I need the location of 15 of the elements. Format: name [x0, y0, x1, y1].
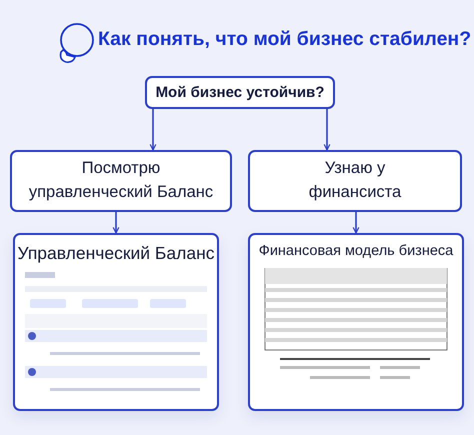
- arrow: [324, 109, 330, 151]
- box-label: Узнаю у финансиста: [308, 158, 402, 203]
- box-label: Мой бизнес устойчив?: [156, 82, 324, 103]
- card: [13, 233, 219, 411]
- arrow: [150, 109, 156, 151]
- card-title: Финансовая модель бизнеса: [258, 242, 454, 261]
- arrow: [352, 212, 360, 234]
- title: Как понять, что мой бизнес стабилен?: [98, 28, 472, 51]
- card-title: Управленческий Баланс: [17, 242, 215, 265]
- process-box: [248, 150, 462, 212]
- box-label: Посмотрю управленческий Баланс: [28, 158, 214, 203]
- process-box: [10, 150, 232, 212]
- card: [248, 233, 464, 411]
- process-box: [145, 76, 335, 109]
- arrow: [112, 212, 120, 234]
